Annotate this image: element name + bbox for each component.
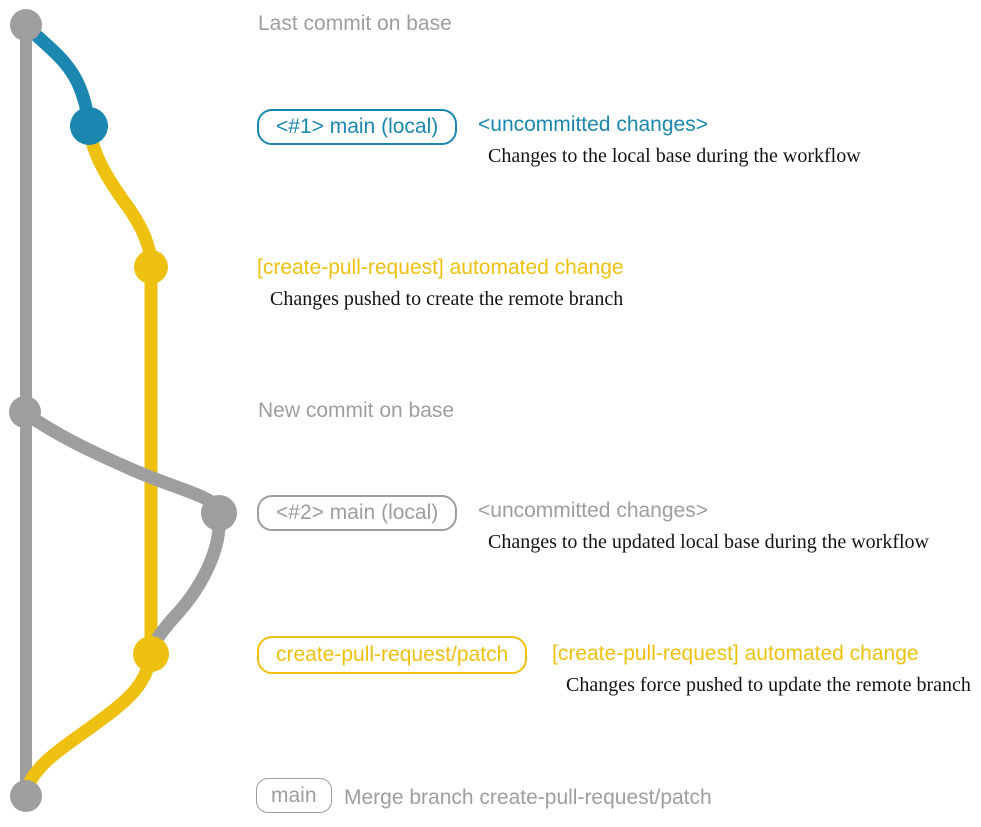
local-main-branch-segment [19,18,96,129]
automated-change-desc-2: Changes force pushed to update the remot… [566,674,971,696]
uncommitted-changes-desc-1: Changes to the local base during the wor… [488,145,861,167]
commit-dot-automated-change-1 [134,250,168,284]
branch-badge-main: main [256,778,332,813]
automated-change-heading-1: [create-pull-request] automated change [257,256,624,279]
commit-dot-new-commit-on-base [9,396,41,428]
commit-dot-merge-commit [10,780,42,812]
uncommitted-changes-heading-1: <uncommitted changes> [478,113,708,136]
branch-graph [9,9,237,812]
uncommitted-changes-heading-2: <uncommitted changes> [478,499,708,522]
commit-dot-automated-change-2 [133,636,169,672]
remote-branch-create-segment [82,121,158,267]
automated-change-desc-1: Changes pushed to create the remote bran… [270,288,624,310]
updated-local-rebase-segment [147,511,226,652]
merge-commit-label: Merge branch create-pull-request/patch [344,786,712,809]
commit-dot-last-commit-on-base [10,9,42,41]
uncommitted-changes-desc-2: Changes to the updated local base during… [488,531,929,553]
remote-branch-merge-segment [19,651,157,797]
branch-badge-main-local-1: <#1> main (local) [257,109,458,145]
commit-dot-local-main-2 [201,495,237,531]
branch-badge-create-pull-request-patch: create-pull-request/patch [257,636,528,674]
automated-change-heading-2: [create-pull-request] automated change [552,642,919,665]
commit-dot-local-main-1 [70,107,108,145]
updated-local-branch-segment [18,406,224,513]
branch-badge-main-local-2: <#2> main (local) [257,495,458,531]
new-commit-label: New commit on base [258,399,455,422]
last-commit-label: Last commit on base [258,12,452,35]
